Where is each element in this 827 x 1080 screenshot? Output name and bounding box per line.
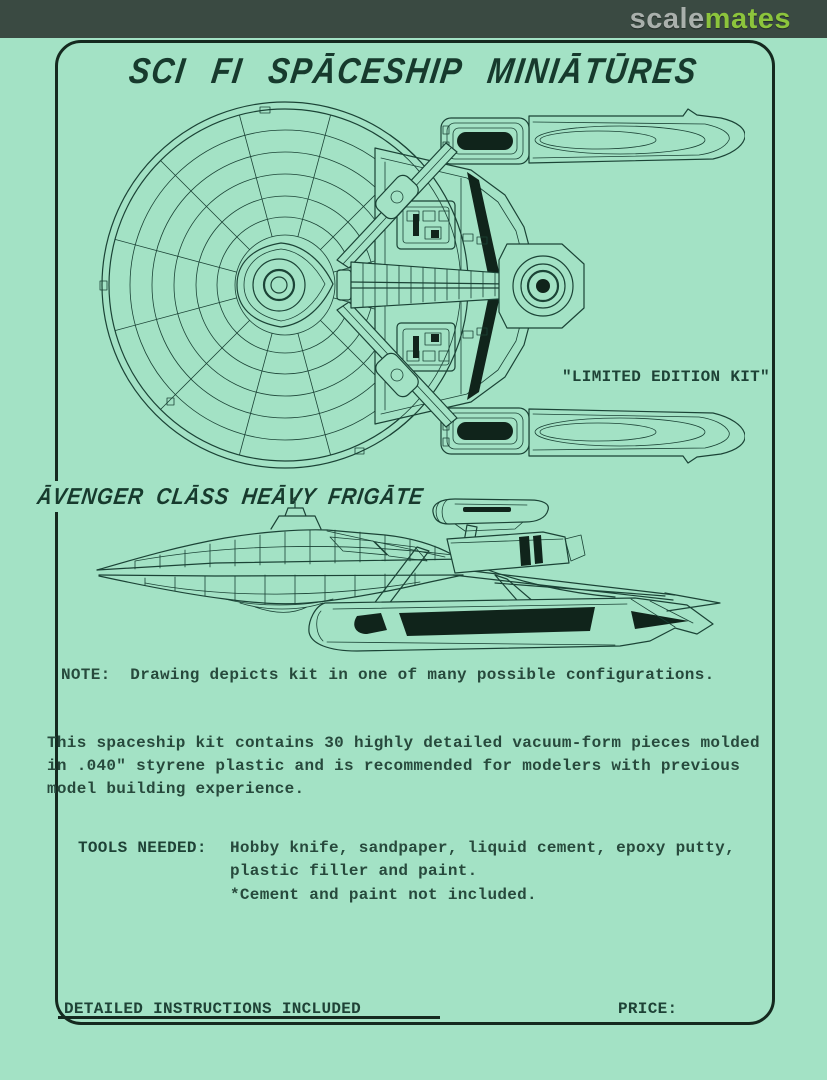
nacelle-bottom bbox=[440, 407, 745, 464]
saucer-section-side bbox=[96, 497, 468, 613]
sheet-title: SCI FI SPĀCESHIP MINIĀTŪRES bbox=[126, 50, 701, 91]
nacelle-struts bbox=[336, 142, 458, 428]
sheet-border bbox=[55, 40, 775, 1025]
description-line: model building experience. bbox=[47, 780, 305, 798]
weapons-pod-side bbox=[446, 531, 586, 574]
description-line: in .040" styrene plastic and is recommen… bbox=[47, 757, 741, 775]
nacelle-side bbox=[432, 498, 549, 532]
watermark-bar: scalemates bbox=[0, 0, 827, 38]
description-line: This spaceship kit contains 30 highly de… bbox=[47, 734, 760, 752]
scalemates-logo: scalemates bbox=[630, 3, 791, 36]
price-label: PRICE: bbox=[618, 1000, 678, 1018]
tools-lines: Hobby knife, sandpaper, liquid cement, e… bbox=[230, 837, 735, 883]
tools-footnote: *Cement and paint not included. bbox=[230, 886, 537, 904]
nacelle-top bbox=[440, 108, 745, 165]
tail-fin-side bbox=[664, 592, 721, 612]
logo-text-mates: mates bbox=[704, 3, 791, 35]
tools-label: TOOLS NEEDED: bbox=[78, 839, 207, 857]
footer-underline bbox=[58, 1016, 440, 1019]
top-view-drawing bbox=[99, 101, 745, 469]
kit-description: This spaceship kit contains 30 highly de… bbox=[47, 732, 760, 801]
tools-line: plastic filler and paint. bbox=[230, 862, 478, 880]
logo-text-scale: scale bbox=[629, 3, 705, 35]
tools-line: Hobby knife, sandpaper, liquid cement, e… bbox=[230, 839, 735, 857]
aft-boom-pod bbox=[350, 243, 585, 329]
limited-edition-note: "LIMITED EDITION KIT" bbox=[562, 368, 770, 386]
instructions-note: DETAILED INSTRUCTIONS INCLUDED bbox=[64, 1000, 362, 1018]
side-view-drawing bbox=[96, 497, 721, 652]
configuration-note: NOTE: Drawing depicts kit in one of many… bbox=[61, 666, 715, 684]
lower-hull-side bbox=[308, 597, 714, 652]
